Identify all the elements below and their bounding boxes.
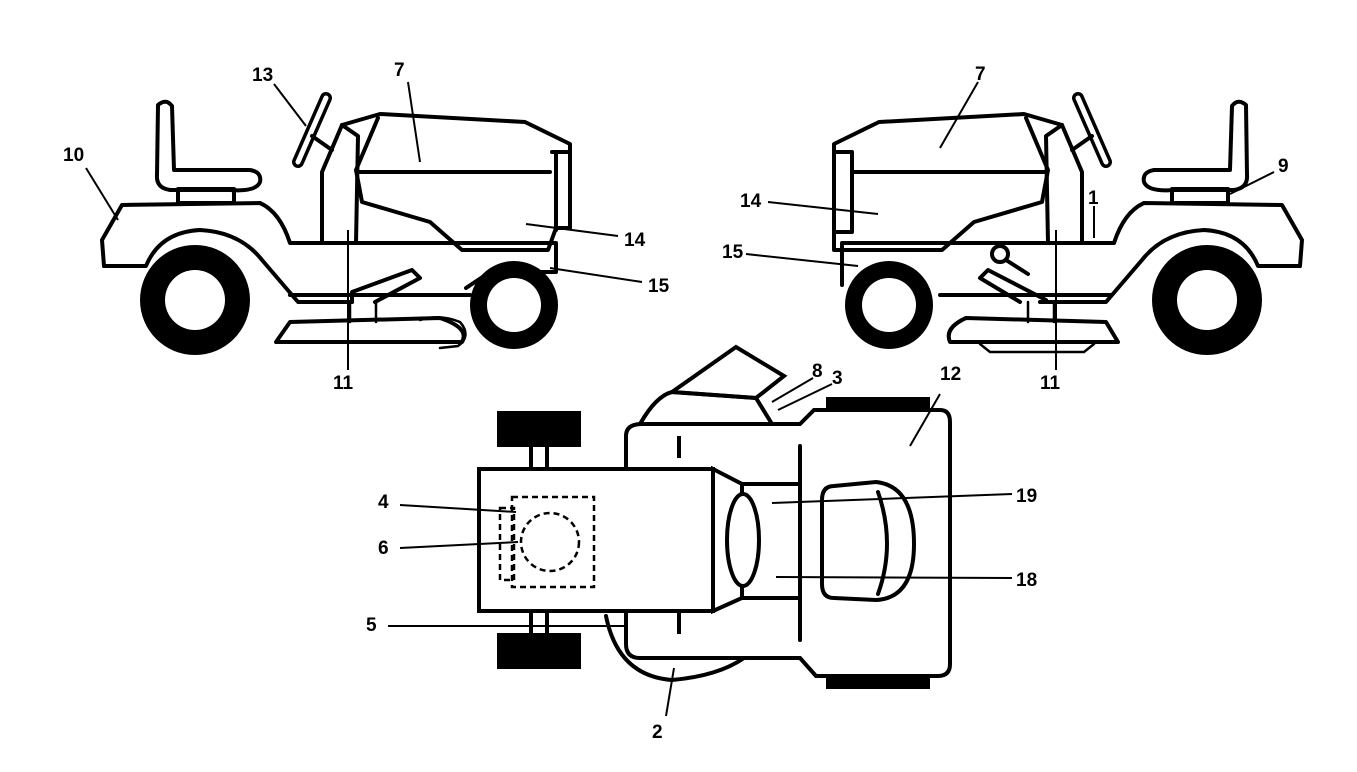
hood-top	[820, 479, 917, 603]
discharge-chute	[666, 344, 788, 401]
callout-11: 11	[333, 373, 354, 394]
rear-body	[840, 201, 1304, 287]
callout-7: 7	[975, 64, 986, 85]
callout-2: 2	[652, 722, 663, 743]
callout-18: 18	[1016, 570, 1037, 591]
callout-15: 15	[722, 242, 744, 263]
tractor-left-side-view: 13 7 10 14 15 11	[63, 60, 670, 394]
fuel-cap-outline	[519, 511, 581, 573]
tractor-top-view: 8 3 12 4 19 6 18 5 2	[366, 344, 1037, 743]
steering-wheel-top	[725, 492, 761, 588]
callout-15: 15	[648, 276, 670, 297]
callout-13: 13	[252, 65, 273, 86]
steering-column	[310, 134, 334, 152]
lift-lever-knob	[990, 244, 1010, 264]
steering-column	[1070, 134, 1094, 152]
callout-6: 6	[378, 538, 389, 559]
seat-back	[1141, 99, 1250, 193]
rear-wheel-bottom	[497, 633, 581, 669]
callout-4: 4	[378, 492, 389, 513]
callout-7: 7	[394, 60, 405, 81]
callout-14: 14	[624, 230, 646, 251]
fuel-tank-outline	[510, 495, 596, 589]
seat-back	[154, 99, 263, 193]
dash-panel	[1044, 123, 1084, 245]
callout-5: 5	[366, 615, 377, 636]
callout-3: 3	[832, 368, 843, 389]
callout-10: 10	[63, 145, 84, 166]
callout-12: 12	[940, 364, 961, 385]
rear-body	[100, 201, 558, 274]
pedal	[350, 268, 422, 304]
mower-deck	[946, 316, 1120, 344]
tractor-right-side-view: 7 9 14 1 15 11	[722, 64, 1304, 394]
callout-14: 14	[740, 191, 762, 212]
callout-11: 11	[1040, 373, 1061, 394]
dash-panel	[320, 123, 360, 245]
callout-1: 1	[1088, 188, 1099, 209]
mower-deck	[274, 316, 466, 344]
callout-19: 19	[1016, 486, 1037, 507]
hood	[832, 112, 1064, 252]
rear-wheel-top	[497, 411, 581, 447]
hood	[340, 112, 572, 252]
pedal	[978, 268, 1048, 304]
callout-9: 9	[1278, 156, 1289, 177]
callout-8: 8	[812, 361, 823, 382]
